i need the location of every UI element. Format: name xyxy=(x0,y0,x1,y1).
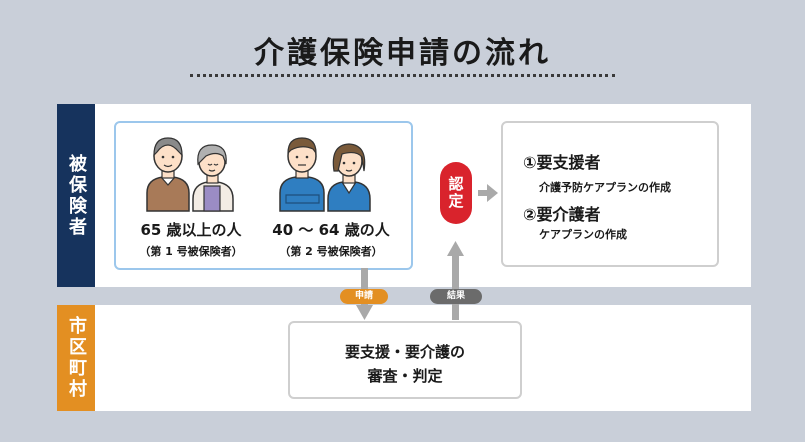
certification-arrow xyxy=(478,184,498,202)
result-tag: 結果 xyxy=(430,289,482,304)
result-arrow xyxy=(447,241,464,320)
apply-tag: 申請 xyxy=(340,289,388,304)
